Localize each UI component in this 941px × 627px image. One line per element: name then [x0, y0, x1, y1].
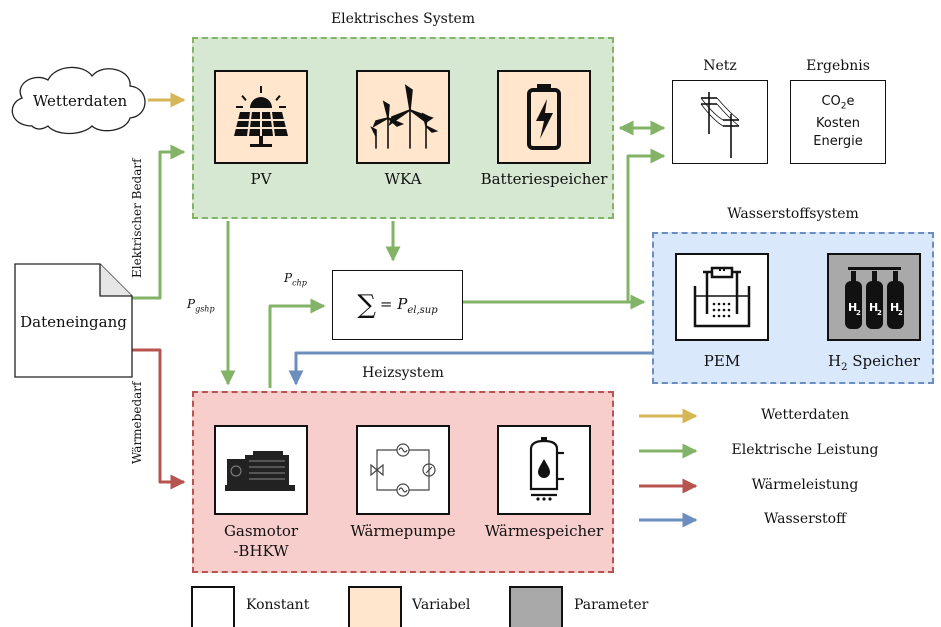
wetterdaten-label: Wetterdaten: [32, 92, 128, 110]
sum-equation: = Pel,sup: [379, 294, 438, 316]
arrow-elektrischer-bedarf: [132, 144, 186, 300]
h2-speicher-label: H2 Speicher: [828, 352, 920, 373]
wind-turbine-icon: [370, 84, 439, 149]
legend-box-parameter: [509, 586, 563, 627]
legend-waermeleistung: Wärmeleistung: [751, 477, 859, 493]
sum-symbol: ∑: [357, 290, 376, 320]
water-heater-icon: [529, 437, 564, 501]
legend-konstant-label: Konstant: [246, 597, 310, 613]
battery-icon: [527, 84, 561, 150]
arrow-wasserstoff: [288, 351, 652, 386]
ergebnis-co2: CO2e: [821, 93, 855, 112]
legend-box-konstant: [191, 586, 235, 627]
wka-label: WKA: [384, 170, 422, 188]
dateneingang-label: Dateneingang: [20, 313, 127, 331]
sum-box: ∑ = Pel,sup: [332, 270, 463, 340]
waermespeicher-label: Wärmespeicher: [484, 522, 604, 540]
p-gshp-label: Pgshp: [187, 297, 215, 314]
p-chp-label: Pchp: [284, 271, 307, 288]
legend-wasserstoff: Wasserstoff: [763, 511, 847, 527]
waermebedarf-label: Wärmebedarf: [130, 381, 144, 464]
waermepumpe-label: Wärmepumpe: [350, 522, 456, 540]
pv-label: PV: [250, 170, 272, 188]
pem-label: PEM: [703, 352, 741, 370]
legend-wetterdaten: Wetterdaten: [761, 407, 849, 423]
svg-text:2: 2: [877, 309, 882, 317]
wka-box: [356, 70, 450, 164]
ergebnis-kosten: Kosten: [816, 116, 860, 132]
pem-box: [675, 253, 769, 341]
power-pole-icon: [700, 92, 740, 158]
netz-title: Netz: [703, 58, 737, 74]
ergebnis-energie: Energie: [813, 134, 863, 150]
electrolyzer-icon: [693, 266, 751, 328]
arrow-waermebedarf: [132, 348, 186, 490]
svg-text:2: 2: [856, 309, 861, 317]
svg-text:H: H: [869, 301, 878, 314]
gasmotor-label-line2: -BHKW: [233, 542, 289, 560]
elektrisches-system-title: Elektrisches System: [330, 11, 476, 27]
batterie-box: [497, 70, 591, 164]
engine-icon: [225, 451, 295, 491]
legend-parameter-label: Parameter: [574, 597, 649, 613]
gas-cylinders-icon: H2 H2 H2: [845, 267, 904, 329]
heizsystem-title: Heizsystem: [362, 365, 444, 381]
ergebnis-title: Ergebnis: [806, 58, 870, 74]
svg-text:2: 2: [898, 309, 903, 317]
legend-elektrische-leistung: Elektrische Leistung: [731, 442, 879, 458]
arrow-p-chp: [268, 298, 326, 388]
svg-text:H: H: [890, 301, 899, 314]
batterie-label: Batteriespeicher: [480, 170, 608, 188]
waermespeicher-box: [497, 425, 591, 515]
heat-pump-icon: [370, 443, 436, 497]
wasserstoffsystem-title: Wasserstoffsystem: [727, 206, 859, 222]
wetterdaten-cloud: [11, 66, 146, 135]
waermepumpe-box: [356, 425, 450, 515]
gasmotor-label-line1: Gasmotor: [223, 522, 299, 540]
svg-text:H: H: [848, 301, 857, 314]
gasmotor-box: [214, 425, 308, 515]
netz-box: [672, 80, 768, 164]
elektrischer-bedarf-label: Elektrischer Bedarf: [130, 158, 144, 278]
legend-box-variabel: [348, 586, 402, 627]
pv-box: [214, 70, 308, 164]
solar-panel-icon: [234, 86, 288, 147]
arrow-sum-netz: [626, 148, 666, 302]
legend-variabel-label: Variabel: [412, 597, 471, 613]
ergebnis-box: CO2e Kosten Energie: [790, 80, 886, 164]
